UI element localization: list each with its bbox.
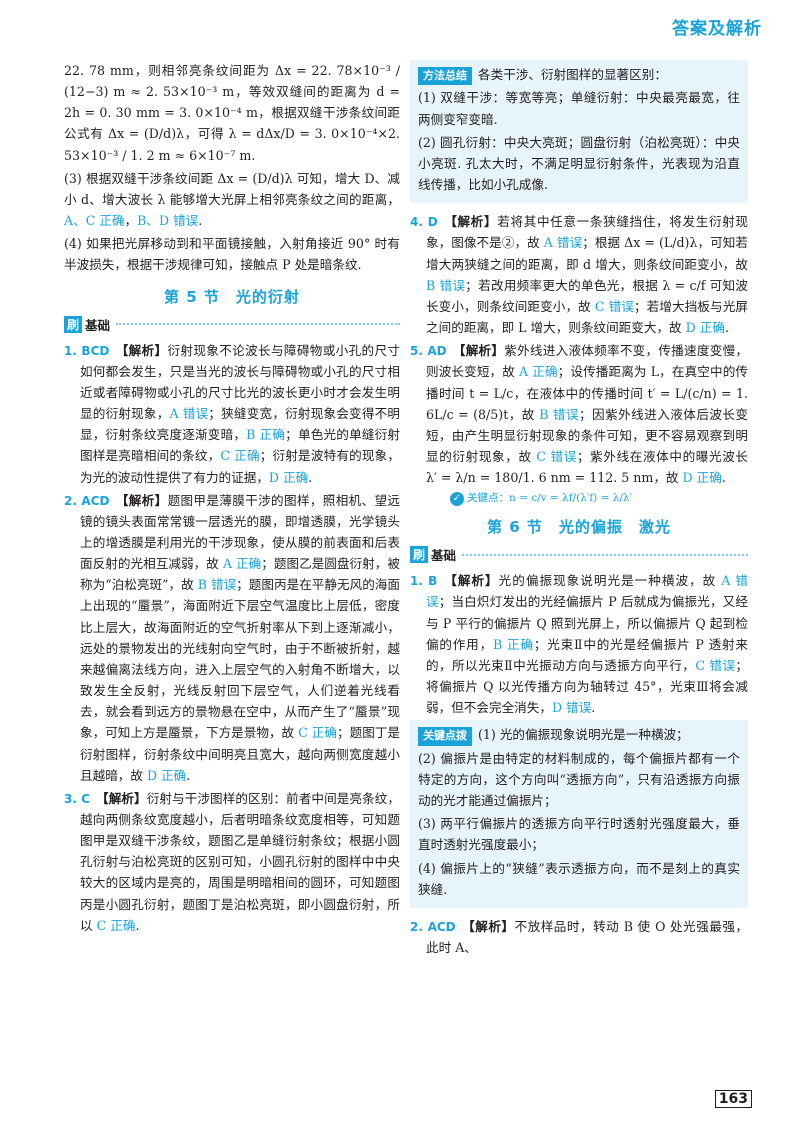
page-number: 163 — [714, 1090, 752, 1108]
subsection-bar: 刷基础 — [64, 315, 400, 334]
section-title: 第 5 节 光的衍射 — [164, 287, 300, 306]
answer-item: 2. ACD【解析】题图甲是薄膜干涉的图样，照相机、望远镜的镜头表面常常镀一层透… — [64, 492, 401, 783]
paragraph: 22. 78 mm，则相邻亮条纹间距为 Δx = 22. 78×10⁻³ / (… — [64, 63, 400, 163]
paragraph: (4) 如果把光屏移动到和平面镜接触，入射角接近 90° 时有半波损失，根据干涉… — [64, 236, 400, 273]
answer-item: 1. B【解析】光的偏振现象说明光是一种横波，故 A 错误；当白炽灯发出的光经偏… — [410, 573, 749, 716]
keypoint-note: ✓关键点：n = c/v = λf/(λ′f) = λ/λ′ — [450, 490, 748, 507]
tips-badge: 关键点拨 — [418, 727, 472, 746]
right-column: 方法总结各类干涉、衍射图样的显著区别： (1) 双缝干涉：等宽等亮；单缝衍射：中… — [410, 60, 748, 960]
brush-mark: 刷 — [64, 315, 83, 333]
answer-item: 4. D【解析】若将其中任意一条狭缝挡住，将发生衍射现象，图像不是②，故 A 错… — [410, 214, 749, 336]
answer-item: 1. BCD【解析】衍射现象不论波长与障碍物或小孔的尺寸如何都会发生，只是当光的… — [64, 342, 401, 485]
keypoint-icon: ✓ — [450, 492, 464, 507]
method-badge: 方法总结 — [418, 67, 472, 86]
tips-box: 关键点拨(1) 光的偏振现象说明光是一种横波； (2) 偏振片是由特定的材料制成… — [410, 720, 748, 908]
left-column: 22. 78 mm，则相邻亮条纹间距为 Δx = 22. 78×10⁻³ / (… — [64, 60, 400, 938]
subsection-bar: 刷基础 — [410, 545, 748, 564]
method-summary-box: 方法总结各类干涉、衍射图样的显著区别： (1) 双缝干涉：等宽等亮；单缝衍射：中… — [410, 60, 748, 204]
answer-item: 5. AD【解析】紫外线进入液体频率不变，传播速度变慢，则波长变短，故 A 正确… — [410, 343, 749, 486]
brush-mark: 刷 — [410, 546, 429, 564]
page-header: 答案及解析 — [672, 19, 762, 39]
section-title: 第 6 节 光的偏振 激光 — [487, 518, 671, 537]
paragraph: (3) 根据双缝干涉条纹间距 Δx = (D/d)λ 可知，增大 D、减小 d、… — [64, 170, 400, 229]
answer-item: 3. C【解析】衍射与干涉图样的区别：前者中间是亮条纹，越向两侧条纹宽度越小，后… — [64, 790, 400, 933]
answer-item: 2. ACD【解析】不放样品时，转动 B 使 O 处光强最强，此时 A、 — [410, 918, 749, 956]
